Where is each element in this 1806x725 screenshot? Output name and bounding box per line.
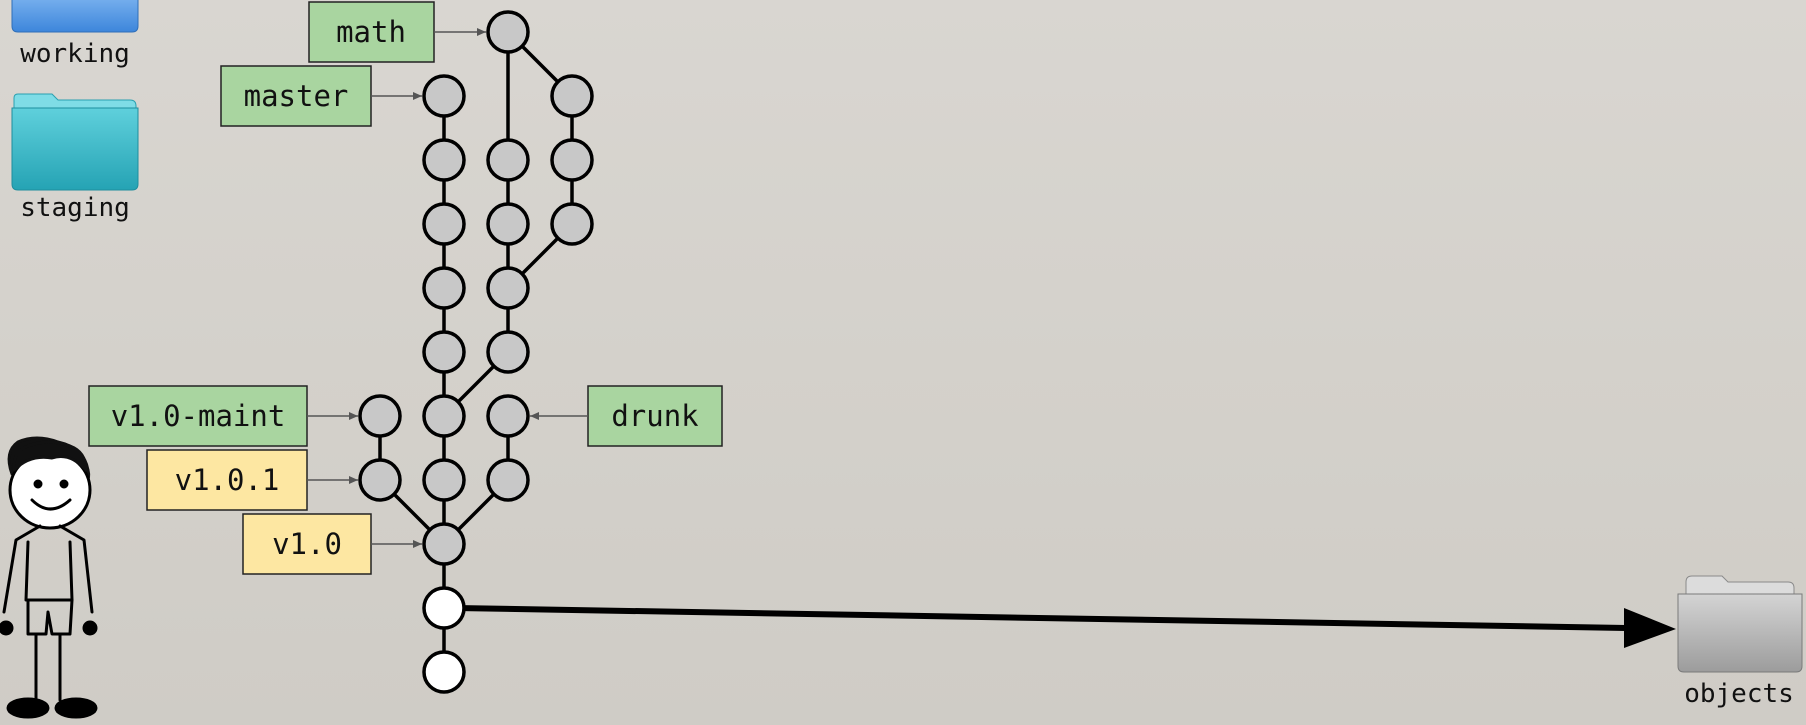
commit-node[interactable]	[550, 74, 594, 118]
commit-node[interactable]	[550, 202, 594, 246]
commit-node[interactable]	[486, 458, 530, 502]
commit-node[interactable]	[422, 202, 466, 246]
tag-v1-0[interactable]: v1.0	[242, 513, 422, 575]
folder-icon	[11, 93, 139, 191]
ref-v1-0-maint-label: v1.0-maint	[111, 399, 286, 433]
commit-node[interactable]	[422, 330, 466, 374]
commit-node[interactable]	[486, 330, 530, 374]
working-folder[interactable]: working	[11, 0, 139, 69]
staging-folder[interactable]: staging	[11, 93, 139, 223]
ref-master-label: master	[244, 79, 349, 113]
staging-folder-label: staging	[20, 193, 130, 223]
ref-v1-0-maint[interactable]: v1.0-maint	[88, 385, 358, 447]
commit-node-new[interactable]	[422, 650, 466, 694]
commit-node[interactable]	[486, 202, 530, 246]
ref-master[interactable]: master	[220, 65, 422, 127]
commit-node[interactable]	[422, 266, 466, 310]
ref-drunk-label: drunk	[611, 399, 699, 433]
commit-node[interactable]	[550, 138, 594, 182]
commit-node[interactable]	[422, 74, 466, 118]
commit-node-new[interactable]	[422, 586, 466, 630]
commit-nodes	[358, 10, 594, 694]
objects-arrow	[455, 605, 1676, 648]
folder-icon	[1677, 575, 1803, 673]
tag-v1-0-1[interactable]: v1.0.1	[146, 449, 358, 511]
commit-node[interactable]	[358, 394, 402, 438]
commit-node[interactable]	[422, 394, 466, 438]
commit-node[interactable]	[486, 10, 530, 54]
tag-v1-0-1-label: v1.0.1	[175, 463, 280, 497]
commit-node[interactable]	[486, 266, 530, 310]
ref-math-label: math	[336, 15, 406, 49]
ref-math[interactable]: math	[308, 1, 486, 63]
commit-node[interactable]	[486, 394, 530, 438]
commit-node[interactable]	[422, 138, 466, 182]
tag-v1-0-label: v1.0	[272, 527, 342, 561]
commit-node[interactable]	[486, 138, 530, 182]
ref-drunk[interactable]: drunk	[530, 385, 723, 447]
commit-edges	[378, 30, 574, 672]
working-folder-label: working	[20, 39, 130, 69]
stick-figure-icon	[0, 436, 98, 719]
folder-icon	[11, 0, 139, 33]
commit-node[interactable]	[358, 458, 402, 502]
commit-node[interactable]	[422, 522, 466, 566]
commit-node[interactable]	[422, 458, 466, 502]
objects-folder-label: objects	[1684, 679, 1794, 709]
objects-folder[interactable]: objects	[1677, 575, 1803, 709]
